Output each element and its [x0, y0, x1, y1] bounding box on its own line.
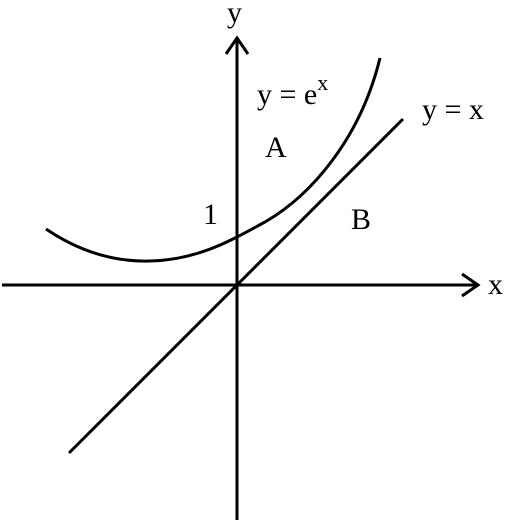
intercept-label: 1 [203, 198, 218, 231]
y-axis-arrowhead [224, 35, 250, 55]
exp-curve-label: y = ex [257, 70, 328, 111]
curve-exponential [45, 57, 382, 263]
exp-curve-label-exponent: x [317, 70, 328, 95]
region-a-label: A [265, 131, 287, 164]
exp-curve-label-base: y = e [257, 78, 317, 111]
region-b-label: B [351, 203, 371, 236]
line-y-equals-x [67, 117, 405, 455]
x-axis-arrowhead [461, 272, 481, 298]
x-axis-label: x [488, 268, 503, 301]
y-axis-label: y [227, 0, 242, 29]
line-label: y = x [422, 93, 484, 126]
